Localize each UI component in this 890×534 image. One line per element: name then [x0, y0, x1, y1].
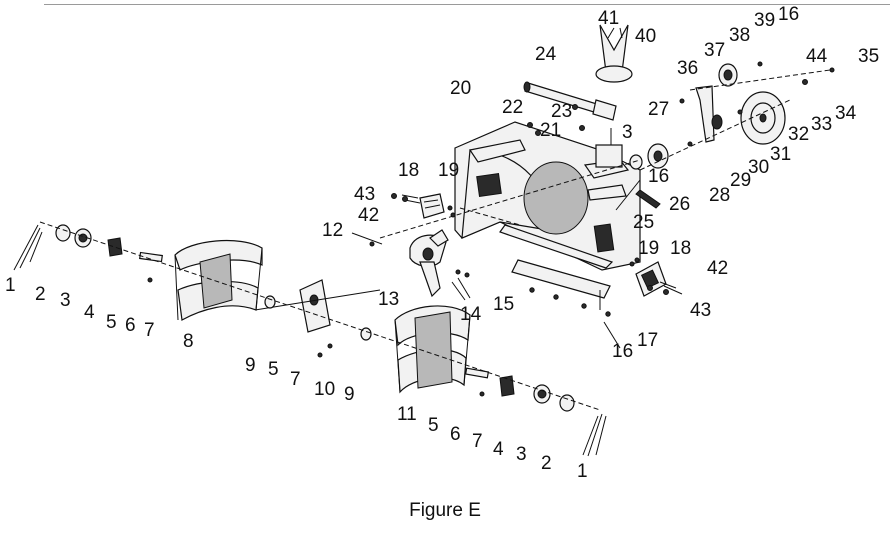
callout-13: 13	[378, 289, 399, 310]
callout-19-right: 19	[638, 238, 659, 259]
callout-5-right: 5	[428, 415, 439, 436]
callout-3-left: 3	[60, 290, 71, 311]
callout-20: 20	[450, 78, 471, 99]
callout-2-right: 2	[541, 453, 552, 474]
scraper-bar	[499, 224, 614, 299]
assembly-centerlines	[39, 69, 831, 411]
callout-42-left: 42	[358, 205, 379, 226]
callout-41: 41	[598, 8, 619, 29]
callout-18-right: 18	[670, 238, 691, 259]
callout-4-right: 4	[493, 439, 504, 460]
bearing	[718, 63, 738, 87]
callout-3-chute: 3	[622, 122, 633, 143]
skid-shoe-left	[419, 193, 445, 219]
callout-25: 25	[633, 212, 654, 233]
callout-31: 31	[770, 144, 791, 165]
callout-34: 34	[835, 103, 857, 124]
crank-shaft	[523, 81, 617, 121]
chute-deflector	[595, 24, 633, 83]
callout-30: 30	[748, 157, 769, 178]
gearbox	[254, 279, 381, 333]
callout-9-mid: 9	[344, 384, 355, 405]
callout-18-left: 18	[398, 160, 419, 181]
callout-12: 12	[322, 220, 343, 241]
impeller	[409, 229, 449, 298]
callout-28: 28	[709, 185, 730, 206]
callout-11: 11	[397, 404, 417, 425]
callout-6-left: 6	[125, 315, 136, 336]
callout-27: 27	[648, 99, 669, 120]
callout-29: 29	[730, 170, 751, 191]
callout-35: 35	[858, 46, 879, 67]
auger-left	[174, 239, 263, 321]
drive-pulley	[740, 91, 786, 145]
callout-8: 8	[183, 331, 194, 352]
callout-32: 32	[788, 124, 809, 145]
callout-21: 21	[540, 120, 561, 141]
callout-6-right: 6	[450, 424, 461, 445]
callout-17: 17	[637, 330, 658, 351]
callout-19-left: 19	[438, 160, 459, 181]
callout-3-right: 3	[516, 444, 527, 465]
auger-right	[394, 305, 471, 394]
top-rule	[44, 4, 890, 5]
idler-bracket	[695, 85, 723, 143]
callout-1-right: 1	[577, 461, 588, 482]
callout-40: 40	[635, 26, 656, 47]
callout-43-right: 43	[690, 300, 711, 321]
callout-44: 44	[806, 46, 828, 67]
callout-1-left: 1	[5, 275, 16, 296]
callout-16-mid: 16	[648, 166, 669, 187]
callout-39: 39	[754, 10, 775, 31]
callout-5-left: 5	[106, 312, 117, 333]
callout-7-left: 7	[144, 320, 155, 341]
callout-24: 24	[535, 44, 557, 65]
callout-labels: 1 2 3 4 5 6 7 8 9 5 7 10 9 11 5 6 7 4 3 …	[5, 4, 879, 482]
callout-5-mid: 5	[268, 359, 279, 380]
callout-10: 10	[314, 379, 335, 400]
bearing-flange	[629, 143, 669, 170]
callout-37: 37	[704, 40, 725, 61]
callout-43-left: 43	[354, 184, 375, 205]
leader-lines	[13, 27, 683, 457]
callout-14: 14	[460, 304, 482, 325]
callout-7-right: 7	[472, 431, 483, 452]
callout-7-mid: 7	[290, 369, 301, 390]
callout-26: 26	[669, 194, 690, 215]
skid-shoe-right	[635, 261, 667, 297]
callout-9-left: 9	[245, 355, 256, 376]
callout-23: 23	[551, 101, 572, 122]
callout-33: 33	[811, 114, 832, 135]
callout-16-top: 16	[778, 4, 799, 25]
right-end-hardware	[360, 327, 575, 412]
callout-2-left: 2	[35, 284, 46, 305]
callout-4-left: 4	[84, 302, 95, 323]
callout-15: 15	[493, 294, 514, 315]
callout-16-bottom: 16	[612, 341, 633, 362]
figure-caption: Figure E	[409, 500, 481, 521]
callout-36: 36	[677, 58, 698, 79]
callout-38: 38	[729, 25, 750, 46]
callout-22: 22	[502, 97, 523, 118]
callout-42-right: 42	[707, 258, 728, 279]
small-hardware	[147, 61, 835, 397]
chute-base	[595, 128, 623, 168]
